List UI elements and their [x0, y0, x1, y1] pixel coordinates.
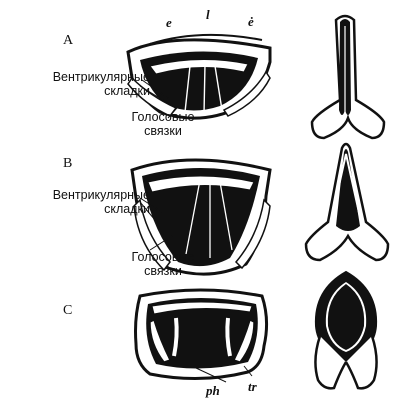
label-vocal-cords-a: Голосовые связки — [118, 110, 208, 138]
mark-e: e — [166, 16, 172, 30]
glottis-diagram-a — [312, 16, 384, 138]
mark-tr: tr — [248, 380, 257, 394]
larynx-view-c — [136, 290, 267, 379]
row-letter-c: C — [63, 304, 72, 318]
glottis-diagram-b — [306, 144, 388, 260]
glottis-diagram-c — [315, 272, 376, 388]
row-letter-b: B — [63, 157, 72, 171]
label-vocal-cords-b: Голосовые связки — [118, 250, 208, 278]
row-letter-a: A — [63, 34, 73, 48]
label-ventricular-folds-b: Вентрикулярные складки — [0, 188, 150, 216]
label-ventricular-folds-a: Вентрикулярные складки — [0, 70, 150, 98]
mark-ph: ph — [206, 384, 220, 398]
mark-l: l — [206, 8, 210, 22]
mark-e-dot: ė — [248, 15, 254, 29]
